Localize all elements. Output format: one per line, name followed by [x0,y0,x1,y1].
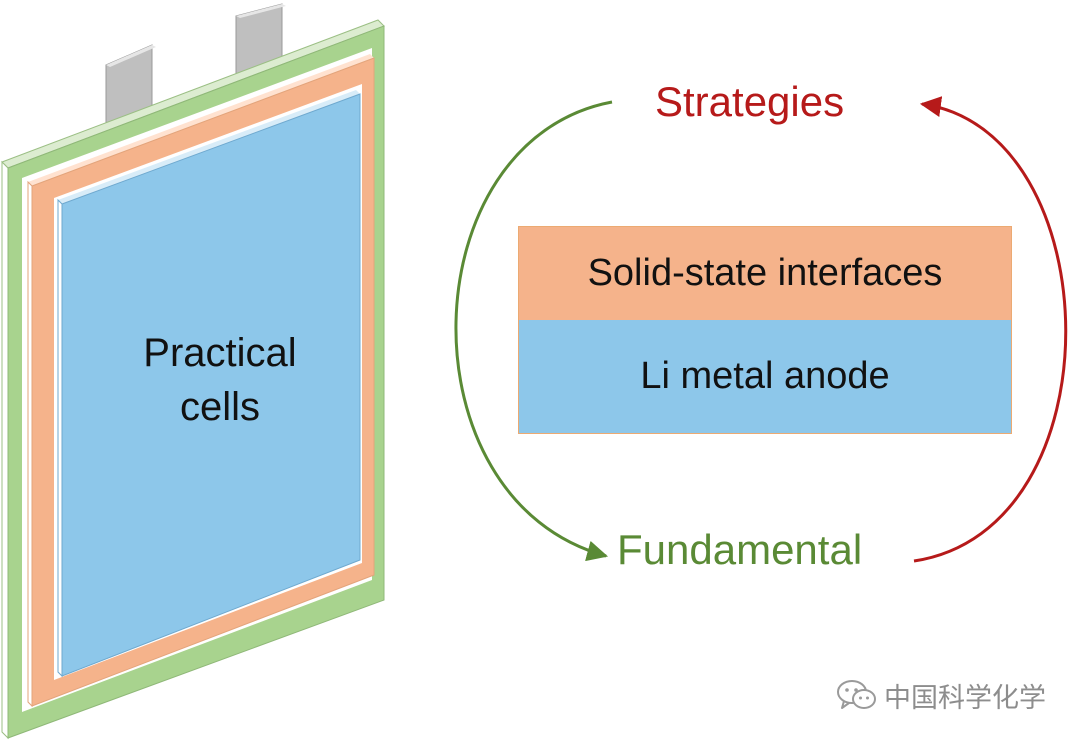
cell-label: Practical cells [95,326,345,434]
strategies-label: Strategies [655,78,845,125]
watermark-text: 中国科学化学 [884,682,1046,714]
cell-label-line2: cells [179,385,261,429]
cell-label-line1: Practical [143,331,297,375]
li-metal-anode-layer: Li metal anode [518,320,1012,434]
arrow-fundamental-to-strategies [913,96,1068,563]
arrow-strategies-to-fundamental [454,100,613,562]
pouch-cell [1,3,385,740]
li-metal-anode-label: Li metal anode [640,355,890,397]
inner-panel [57,90,361,678]
wechat-icon [837,680,876,709]
watermark: 中国科学化学 [836,675,1046,715]
solid-state-interfaces-label: Solid-state interfaces [587,252,943,294]
solid-state-interfaces-layer: Solid-state interfaces [518,226,1012,320]
fundamental-label: Fundamental [617,526,863,573]
